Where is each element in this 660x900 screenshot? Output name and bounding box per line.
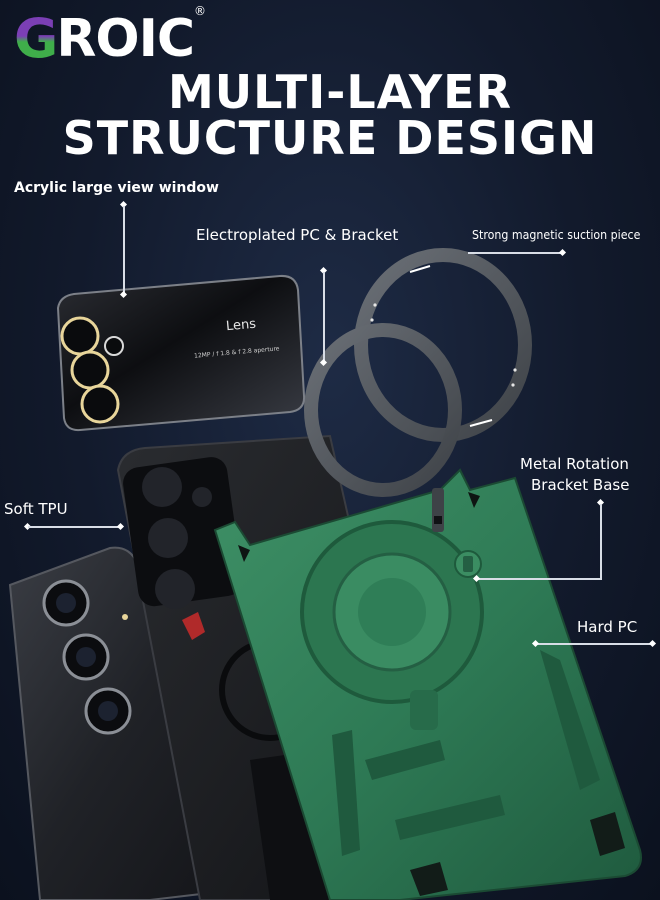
callout-soft-tpu: Soft TPU (4, 500, 68, 518)
callout-metal-leader-horizontal (478, 578, 602, 580)
phone-body (8, 546, 237, 900)
callout-metal-line-2: Bracket Base (531, 476, 630, 494)
brand-logo: G ROIC (14, 7, 195, 70)
callout-acrylic-leader (123, 206, 125, 294)
callout-soft-tpu-leader (28, 526, 120, 528)
callout-magnetic-leader (468, 252, 564, 254)
callout-magnetic: Strong magnetic suction piece (472, 228, 641, 242)
callout-metal-leader-vertical (600, 504, 602, 580)
headline-line-1: MULTI-LAYER (167, 65, 513, 119)
lens-window-title: Lens (225, 316, 257, 335)
logo-wordmark: ROIC (56, 9, 195, 69)
registered-mark: ® (194, 4, 206, 18)
callout-metal-line-1: Metal Rotation (520, 455, 629, 473)
callout-hard-pc: Hard PC (577, 618, 638, 636)
magnetic-rings (304, 248, 532, 532)
metal-rotation-bracket-base (454, 550, 482, 578)
acrylic-lens-window (56, 274, 306, 432)
callout-electroplated-leader (323, 272, 325, 362)
callout-acrylic-window: Acrylic large view window (14, 180, 219, 196)
headline-line-2: STRUCTURE DESIGN (62, 111, 598, 165)
logo-letter-g: G (14, 7, 58, 70)
hard-pc-case (213, 468, 642, 900)
callout-electroplated: Electroplated PC & Bracket (196, 226, 399, 244)
callout-hard-pc-leader (536, 643, 654, 645)
